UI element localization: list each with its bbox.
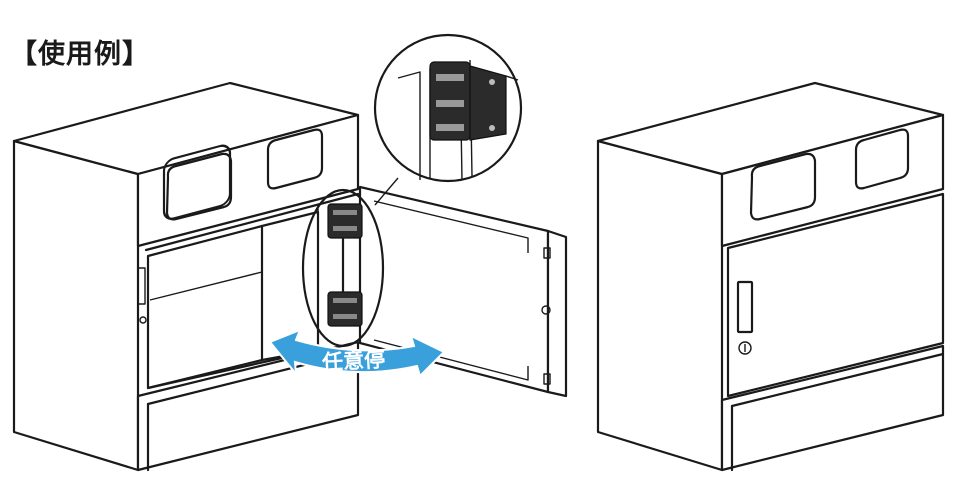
- open-cabinet: [12, 81, 360, 472]
- open-door: [358, 185, 568, 398]
- arrow-label: 任意停: [321, 347, 386, 374]
- closed-cabinet: [596, 81, 945, 472]
- heading: 【使用例】: [10, 39, 150, 70]
- lock-icon: [738, 341, 752, 355]
- hinge-icon: [301, 188, 385, 348]
- double-arrow-icon: 任意停: [268, 328, 446, 378]
- hinge-detail-magnifier: [373, 33, 523, 206]
